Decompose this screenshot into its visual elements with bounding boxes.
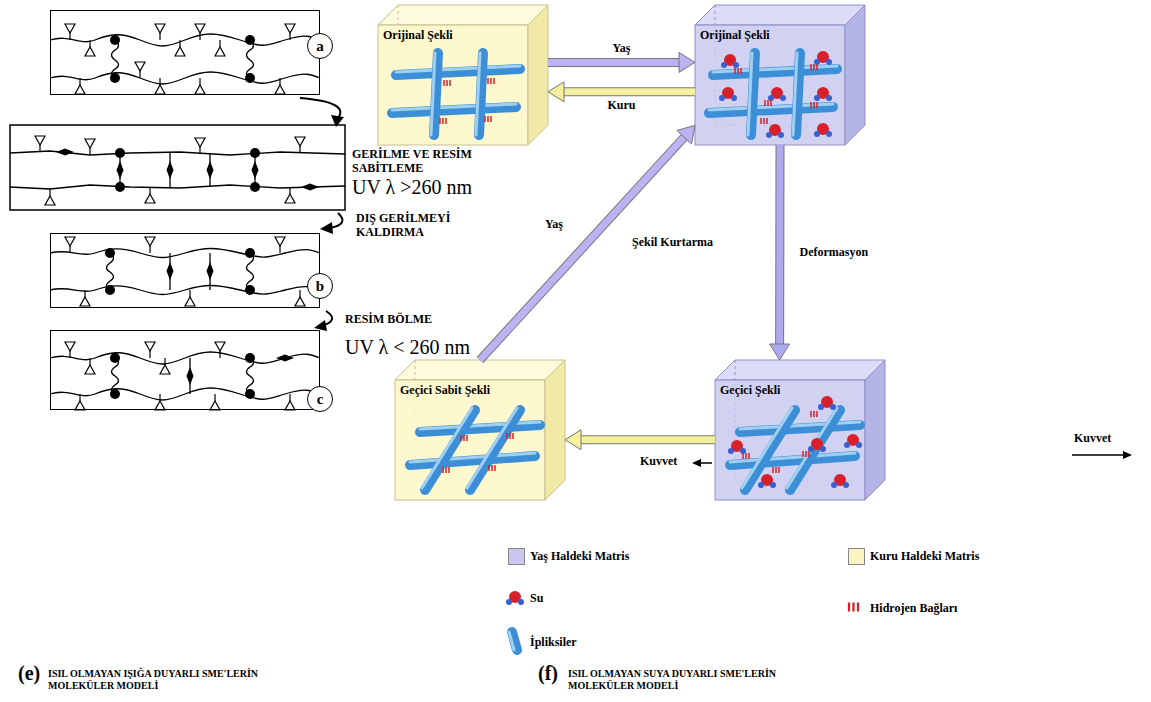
legend-swatch — [848, 548, 865, 565]
figure-caption: ISIL OLMAYAN IŞIĞA DUYARLI SME'LERİN MOL… — [48, 668, 318, 691]
matrix-cube: Geçici Sabit Şekli — [395, 360, 565, 500]
arrow-outline — [579, 435, 715, 444]
arrow-shaft — [579, 436, 715, 443]
cube-art — [378, 5, 548, 145]
arrow-head — [565, 430, 581, 450]
node-title: Orijinal Şekli — [383, 28, 453, 43]
node-title: Geçici Sabit Şekli — [400, 383, 490, 398]
molecular-network-box: a — [50, 10, 320, 95]
force-arrow — [692, 451, 1132, 467]
process-arrow — [300, 98, 343, 326]
legend-text: Su — [530, 591, 543, 606]
arrow-head — [770, 344, 790, 360]
arrow-head — [677, 125, 695, 144]
callout-letter: c — [307, 386, 333, 412]
arrow-label: Deformasyon — [797, 245, 870, 260]
step-label: DIŞ GERİLMEYİ KALDIRMA — [356, 212, 471, 240]
matrix-cube: Orijinal Şekli — [378, 5, 548, 145]
molecular-network-box: b — [50, 233, 320, 308]
panel-letter: (e) — [18, 662, 48, 685]
cube-art — [715, 360, 885, 500]
arrow-shaft — [548, 59, 681, 66]
panel-letter: (f) — [538, 662, 568, 685]
arrow-shaft — [562, 88, 695, 95]
arrow-head — [679, 52, 695, 72]
stretched-network — [10, 125, 345, 210]
molecular-network-box: c — [50, 330, 320, 410]
matrix-cube: Geçici Şekli — [715, 360, 885, 500]
arrow-label: Kuru — [605, 98, 637, 113]
node-title: Geçici Şekli — [720, 383, 780, 398]
legend-text: Kuru Haldeki Matris — [870, 549, 979, 564]
arrow-label: Şekil Kurtarma — [630, 235, 715, 250]
polymer-network — [50, 24, 320, 94]
legend-text: Hidrojen Bağları — [870, 601, 957, 616]
legend-icon — [506, 591, 858, 650]
connector-arrow — [770, 145, 790, 360]
arrow-outline — [562, 87, 695, 96]
polymer-network — [50, 342, 320, 410]
arrow-outline — [775, 145, 784, 346]
arrow-shaft — [776, 145, 783, 346]
arrow-label: Yaş — [610, 41, 632, 56]
cube-art — [695, 5, 865, 145]
legend-text: İpliksiler — [530, 635, 577, 650]
force-label: Kuvvet — [640, 455, 690, 469]
callout-letter: b — [307, 273, 333, 299]
wavelength-label: UV λ < 260 nm — [345, 336, 515, 359]
legend-swatch — [508, 548, 525, 565]
arrow-label: Yaş — [545, 218, 585, 232]
force-label: Kuvvet — [1074, 432, 1134, 446]
arrow-outline — [548, 58, 681, 67]
step-label: GERİLME VE RESİM SABİTLEME — [352, 148, 487, 176]
node-title: Orijinal Şekli — [700, 28, 770, 43]
step-label: RESİM BÖLME — [345, 313, 485, 327]
matrix-cube: Orijinal Şekli — [695, 5, 865, 145]
figure-caption: ISIL OLMAYAN SUYA DUYARLI SME'LERİN MOLE… — [568, 668, 838, 691]
cube-art — [395, 360, 565, 500]
wavelength-label: UV λ >260 nm — [352, 176, 522, 199]
callout-letter: a — [307, 33, 333, 59]
connector-arrow — [565, 430, 715, 450]
arrow-head — [548, 82, 564, 102]
legend-text: Yaş Haldeki Matris — [530, 549, 629, 564]
polymer-network — [50, 237, 320, 306]
